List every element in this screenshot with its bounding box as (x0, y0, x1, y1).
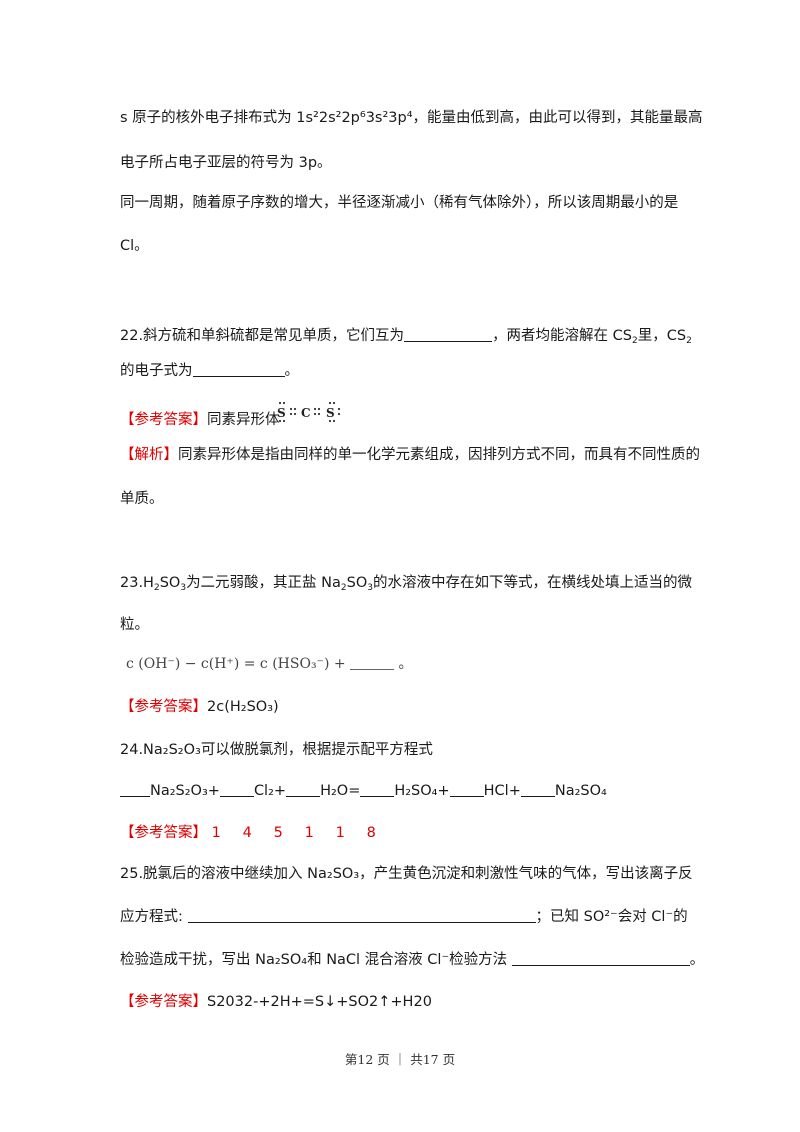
q23-line-1: 23.H2SO3为二元弱酸，其正盐 Na2SO3的水溶液中存在如下等式，在横线处… (120, 573, 692, 593)
q23-text-c: 为二元弱酸，其正盐 Na (186, 575, 341, 591)
answer-num-4: 1 (304, 825, 314, 841)
q22-text-b: ，两者均能溶解在 CS (492, 328, 632, 344)
svg-text:S: S (277, 406, 286, 420)
q23-text-b: SO (159, 575, 181, 591)
q25-line2-b: ；已知 SO²⁻会对 Cl⁻的 (535, 909, 688, 925)
q22-sub-2: 2 (686, 336, 692, 346)
q23-line-2: 粒。 (120, 617, 149, 633)
q22-blank-1[interactable] (404, 327, 493, 342)
q24-term-3: H₂O= (320, 783, 361, 799)
q24-term-1: Na₂S₂O₃+ (150, 783, 220, 799)
answer-num-1: 1 (211, 825, 221, 841)
answer-tag: 【参考答案】 (120, 699, 207, 715)
analysis-text: 同素异形体是指由同样的单一化学元素组成，因排列方式不同，而具有不同性质的 (178, 447, 700, 463)
q23-sub-4: 3 (367, 583, 373, 593)
q24-blank-4[interactable] (360, 782, 395, 797)
q23-answer: 【参考答案】2c(H₂SO₃) (120, 697, 279, 717)
q24-blank-3[interactable] (286, 782, 321, 797)
q23-text-e: 的水溶液中存在如下等式，在横线处填上适当的微 (373, 575, 692, 591)
q22-line-2: 的电子式为 。 (120, 361, 299, 381)
q25-blank-2[interactable] (511, 951, 690, 966)
q22-line2-end: 。 (284, 363, 300, 379)
equation-end: 。 (398, 656, 413, 672)
q25-line2-a: 应方程式: (120, 909, 183, 925)
q25-line-2: 应方程式: ；已知 SO²⁻会对 Cl⁻的 (120, 907, 688, 927)
answer-text: 2c(H₂SO₃) (207, 699, 279, 715)
q22-blank-2[interactable] (192, 362, 285, 377)
equation-text: c (OH⁻) − c(H⁺) = c (HSO₃⁻) + (126, 656, 346, 672)
q22-text-a: 22.斜方硫和单斜硫都是常见单质，它们互为 (120, 328, 405, 344)
q24-answer: 【参考答案】 1 4 5 1 1 8 (120, 823, 398, 843)
q22-line-1: 22.斜方硫和单斜硫都是常见单质，它们互为，两者均能溶解在 CS2里，CS2 (120, 326, 692, 346)
page-footer: 第12 页 ｜ 共17 页 (344, 1052, 456, 1067)
q24-blank-6[interactable] (520, 782, 555, 797)
text-line-1: s 原子的核外电子排布式为 1s²2s²2p⁶3s²3p⁴，能量由低到高，由此可… (120, 110, 703, 126)
q24-term-2: Cl₂+ (253, 783, 287, 799)
q22-line2-text: 的电子式为 (120, 363, 193, 379)
svg-text:S: S (326, 406, 335, 420)
answer-tag: 【参考答案】 (120, 994, 207, 1010)
answer-num-5: 1 (335, 825, 345, 841)
lewis-structure: S C S (274, 401, 364, 427)
q25-line-3: 检验造成干扰，写出 Na₂SO₄和 NaCl 混合溶液 Cl⁻检验方法 。 (120, 950, 704, 970)
svg-text:C: C (301, 406, 311, 420)
text-line-2: 电子所占电子亚层的符号为 3p。 (120, 155, 332, 171)
q24-equation: Na₂S₂O₃+ Cl₂+ H₂O= H₂SO₄+ HCl+ Na₂SO₄ (120, 781, 607, 801)
q25-line3-a: 检验造成干扰，写出 Na₂SO₄和 NaCl 混合溶液 Cl⁻检验方法 (120, 952, 508, 968)
q22-analysis-2: 单质。 (120, 491, 164, 507)
q24-title: 24.Na₂S₂O₃可以做脱氯剂，根据提示配平方程式 (120, 742, 433, 758)
answer-text: S2032-+2H+=S↓+SO2↑+H20 (207, 994, 432, 1010)
q24-blank-1[interactable] (120, 782, 150, 797)
lewis-dots-svg: S C S (277, 401, 341, 423)
q23-sub-1: 2 (153, 583, 160, 593)
q25-answer: 【参考答案】S2032-+2H+=S↓+SO2↑+H20 (120, 992, 432, 1012)
answer-num-2: 4 (242, 825, 252, 841)
q24-blank-5[interactable] (449, 782, 484, 797)
q23-text-d: SO (346, 575, 368, 591)
q25-line3-b: 。 (689, 952, 705, 968)
q22-sub-1: 2 (632, 336, 638, 346)
q22-analysis-1: 【解析】同素异形体是指由同样的单一化学元素组成，因排列方式不同，而具有不同性质的 (120, 445, 700, 465)
equation-blank[interactable] (350, 659, 395, 670)
q24-term-5: HCl+ (483, 783, 521, 799)
text-line-3: 同一周期，随着原子序数的增大，半径逐渐减小（稀有气体除外），所以该周期最小的是 (120, 195, 679, 211)
q23-text-a: 23.H (120, 575, 154, 591)
q24-term-6: Na₂SO₄ (554, 783, 607, 799)
q23-sub-3: 2 (340, 583, 347, 593)
q24-term-4: H₂SO₄+ (394, 783, 450, 799)
q23-sub-2: 3 (180, 583, 187, 593)
answer-num-3: 5 (273, 825, 283, 841)
answer-tag: 【参考答案】 (120, 825, 207, 841)
q22-text-c: 里，CS (637, 328, 687, 344)
analysis-tag: 【解析】 (120, 447, 178, 463)
answer-text: 同素异形体 (207, 412, 280, 428)
q23-equation: c (OH⁻) − c(H⁺) = c (HSO₃⁻) + 。 (126, 654, 413, 674)
answer-tag: 【参考答案】 (120, 412, 207, 428)
q25-blank-1[interactable] (187, 908, 536, 923)
text-line-4: Cl。 (120, 238, 149, 254)
q22-answer: 【参考答案】同素异形体 (120, 410, 280, 430)
q24-blank-2[interactable] (219, 782, 254, 797)
answer-num-6: 8 (366, 825, 376, 841)
q25-line-1: 25.脱氯后的溶液中继续加入 Na₂SO₃，产生黄色沉淀和刺激性气味的气体，写出… (120, 866, 693, 882)
